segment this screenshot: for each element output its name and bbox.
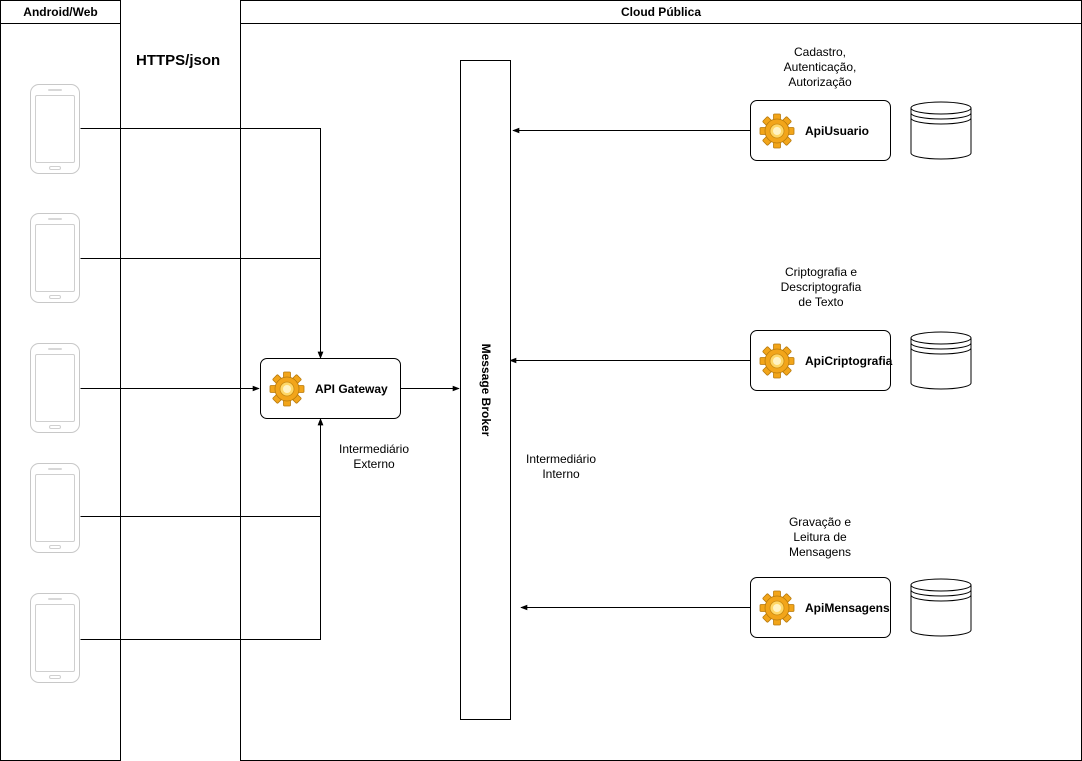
- edge-device-4-gateway: [80, 418, 324, 517]
- message-broker-label: Message Broker: [478, 343, 493, 437]
- gateway-note: Intermediário Externo: [338, 442, 410, 471]
- edge-device-2-gateway: [80, 258, 324, 359]
- device-phone-5: [30, 593, 80, 683]
- api-gateway-label: API Gateway: [315, 381, 388, 396]
- apimensagens-note: Gravação e Leitura de Mensagens: [788, 515, 852, 559]
- device-phone-1: [30, 84, 80, 174]
- gear-icon: [759, 590, 795, 626]
- apiusuario-label: ApiUsuario: [805, 123, 870, 138]
- api-gateway-node[interactable]: API Gateway: [260, 358, 401, 419]
- phone-icon: [48, 468, 62, 470]
- phone-icon: [48, 218, 62, 220]
- apimensagens-node[interactable]: ApiMensagens: [750, 577, 891, 638]
- apiusuario-note: Cadastro, Autenticação, Autorização: [783, 45, 857, 89]
- protocol-label: HTTPS/json: [136, 52, 221, 69]
- phone-icon: [48, 598, 62, 600]
- edge-device-5-gateway: [80, 418, 324, 640]
- database-icon: [910, 101, 972, 160]
- apicriptografia-node[interactable]: ApiCriptografia: [750, 330, 893, 391]
- edge-device-1-gateway: [80, 128, 324, 359]
- cloud-pool-title: Cloud Pública: [241, 1, 1081, 24]
- apiusuario-node[interactable]: ApiUsuario: [750, 100, 891, 161]
- message-broker-node[interactable]: Message Broker: [460, 60, 511, 720]
- apicriptografia-label: ApiCriptografia: [805, 353, 893, 368]
- device-phone-2: [30, 213, 80, 303]
- device-phone-4: [30, 463, 80, 553]
- apimensagens-label: ApiMensagens: [805, 600, 890, 615]
- database-icon: [910, 578, 972, 637]
- apicriptografia-note: Criptografia e Descriptografia de Texto: [780, 265, 862, 309]
- broker-note: Intermediário Interno: [525, 452, 597, 481]
- device-phone-3: [30, 343, 80, 433]
- gear-icon: [759, 113, 795, 149]
- client-pool-title: Android/Web: [1, 1, 120, 24]
- gear-icon: [759, 343, 795, 379]
- phone-icon: [48, 89, 62, 91]
- phone-icon: [48, 348, 62, 350]
- database-icon: [910, 331, 972, 390]
- gear-icon: [269, 371, 305, 407]
